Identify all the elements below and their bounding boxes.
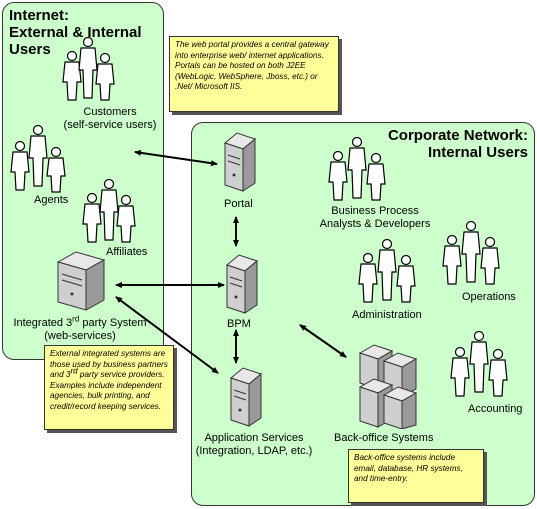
customers-people-icon bbox=[62, 36, 115, 101]
accounting-people-icon bbox=[450, 330, 508, 397]
integrated-note-part1: External integrated systems are those us… bbox=[50, 349, 168, 379]
arrow-bpm-backoffice bbox=[299, 324, 347, 358]
affiliates-people-icon bbox=[82, 178, 136, 243]
app-services-label: Application Services (Integration, LDAP,… bbox=[192, 432, 316, 458]
agents-label: Agents bbox=[34, 194, 69, 206]
customers-label: Customers (self-service users) bbox=[58, 106, 162, 132]
integrated-label-prefix: Integrated 3 bbox=[13, 317, 73, 329]
bpa-label-line1: Business Process bbox=[331, 205, 419, 217]
bpm-label: BPM bbox=[227, 318, 251, 330]
integrated-label-line2: (web-services) bbox=[44, 330, 116, 342]
accounting-label: Accounting bbox=[468, 403, 523, 415]
portal-note: The web portal provides a central gatewa… bbox=[169, 36, 339, 112]
corporate-network-zone: Corporate Network: Internal Users bbox=[191, 122, 535, 506]
back-office-servers-icon bbox=[358, 344, 418, 429]
customers-label-line2: (self-service users) bbox=[63, 119, 157, 131]
internet-title-line1: Internet: bbox=[9, 7, 69, 24]
administration-people-icon bbox=[358, 238, 416, 303]
bpa-people-icon bbox=[328, 136, 386, 201]
integrated-label-sup: rd bbox=[72, 314, 80, 324]
bpa-label: Business Process Analysts & Developers bbox=[316, 205, 434, 231]
integrated-note-part2: party service providers. Examples includ… bbox=[50, 370, 165, 411]
arrow-agents-portal bbox=[134, 149, 218, 167]
internet-title-line3: Users bbox=[9, 41, 51, 58]
integrated-system-label: Integrated 3rd party System (web-service… bbox=[10, 314, 150, 343]
backoffice-note: Back-office systems include email, datab… bbox=[348, 449, 484, 503]
integrated-note-sup: rd bbox=[70, 366, 78, 376]
internet-zone-title: Internet: External & Internal Users bbox=[9, 7, 159, 58]
app-services-server-icon bbox=[229, 367, 263, 427]
bpa-label-line2: Analysts & Developers bbox=[319, 218, 431, 230]
administration-label: Administration bbox=[352, 309, 422, 321]
affiliates-label: Affiliates bbox=[106, 246, 148, 258]
portal-label: Portal bbox=[224, 198, 253, 210]
arrow-integrated-appservices bbox=[115, 296, 219, 374]
internet-title-line2: External & Internal bbox=[9, 24, 142, 41]
corporate-title-line1: Corporate Network: bbox=[387, 127, 528, 144]
app-services-line2: (Integration, LDAP, etc.) bbox=[195, 445, 313, 457]
bpm-server-icon bbox=[225, 254, 259, 314]
integrated-system-server-icon bbox=[56, 251, 106, 311]
operations-label: Operations bbox=[462, 291, 516, 303]
back-office-label: Back-office Systems bbox=[334, 432, 434, 444]
customers-label-line1: Customers bbox=[83, 106, 137, 118]
corporate-zone-title: Corporate Network: Internal Users bbox=[228, 127, 528, 161]
operations-people-icon bbox=[442, 220, 500, 285]
agents-people-icon bbox=[10, 124, 66, 193]
integrated-label-suffix: party System bbox=[79, 317, 147, 329]
app-services-line1: Application Services bbox=[204, 432, 304, 444]
portal-server-icon bbox=[223, 132, 257, 192]
corporate-title-line2: Internal Users bbox=[427, 144, 528, 161]
integrated-systems-note: External integrated systems are those us… bbox=[44, 345, 174, 430]
